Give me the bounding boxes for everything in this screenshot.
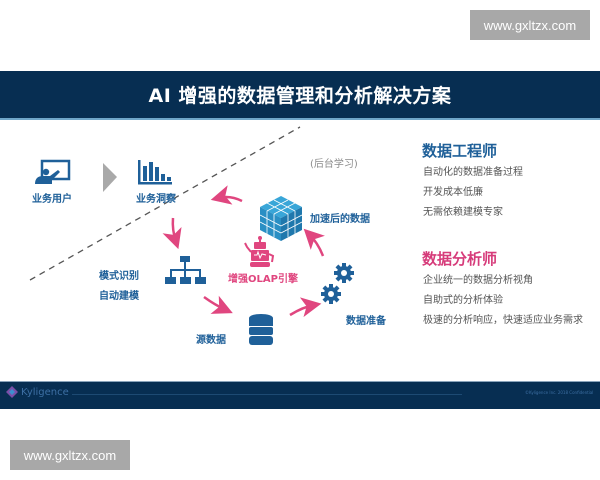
data-analyst-point: 自助式的分析体验 bbox=[423, 295, 503, 306]
pattern-recognition-label: 模式识别 bbox=[99, 271, 139, 282]
data-analyst-point: 企业统一的数据分析视角 bbox=[423, 275, 533, 286]
watermark-top-right: www.gxltzx.com bbox=[470, 10, 590, 40]
cube-icon bbox=[259, 196, 303, 241]
data-analyst-heading: 数据分析师 bbox=[422, 250, 498, 268]
arrow-pattern-to-source bbox=[203, 295, 233, 314]
presentation-user-icon bbox=[35, 159, 71, 184]
watermark-bottom-left: www.gxltzx.com bbox=[10, 440, 130, 470]
hierarchy-icon bbox=[165, 256, 206, 284]
olap-engine-label: 增强OLAP引擎 bbox=[228, 274, 298, 285]
arrow-insight-to-pattern bbox=[162, 217, 182, 250]
arrow-source-to-prep bbox=[289, 297, 322, 318]
title-band: AI 增强的数据管理和分析解决方案 bbox=[0, 71, 600, 120]
business-insight-label: 业务洞察 bbox=[136, 194, 176, 205]
arrow-prep-to-accel bbox=[303, 228, 325, 257]
accelerated-data-label: 加速后的数据 bbox=[310, 214, 370, 225]
footer-logo: Kyligence bbox=[6, 386, 69, 398]
footer-logo-text: Kyligence bbox=[21, 386, 69, 398]
data-engineer-heading: 数据工程师 bbox=[422, 142, 498, 160]
background-learning-label: (后台学习) bbox=[310, 159, 358, 170]
footer-divider bbox=[72, 394, 462, 395]
data-engineer-point: 自动化的数据准备过程 bbox=[423, 167, 523, 178]
data-analyst-points: 企业统一的数据分析视角 自助式的分析体验 极速的分析响应，快速适应业务需求 bbox=[423, 271, 583, 331]
flow-arrow-triangle bbox=[103, 163, 117, 192]
arrow-accel-to-insight bbox=[210, 185, 243, 205]
bar-chart-icon bbox=[138, 160, 172, 185]
robot-icon bbox=[244, 236, 275, 267]
slide-title: AI 增强的数据管理和分析解决方案 bbox=[148, 85, 452, 107]
data-engineer-points: 自动化的数据准备过程 开发成本低廉 无需依赖建模专家 bbox=[423, 163, 523, 223]
data-engineer-point: 开发成本低廉 bbox=[423, 187, 483, 198]
data-analyst-point: 极速的分析响应，快速适应业务需求 bbox=[423, 315, 583, 326]
dashed-divider-line bbox=[29, 126, 301, 281]
database-icon bbox=[249, 314, 273, 345]
footer-band bbox=[0, 381, 600, 409]
data-prep-label: 数据准备 bbox=[346, 316, 386, 327]
business-user-label: 业务用户 bbox=[32, 194, 72, 205]
kyligence-logo-icon bbox=[6, 386, 18, 398]
gears-icon bbox=[321, 263, 354, 304]
data-engineer-point: 无需依赖建模专家 bbox=[423, 207, 503, 218]
auto-modeling-label: 自动建模 bbox=[99, 291, 139, 302]
footer-copyright: ©Kyligence Inc. 2018 Confidential bbox=[525, 390, 594, 395]
source-data-label: 源数据 bbox=[196, 335, 226, 346]
